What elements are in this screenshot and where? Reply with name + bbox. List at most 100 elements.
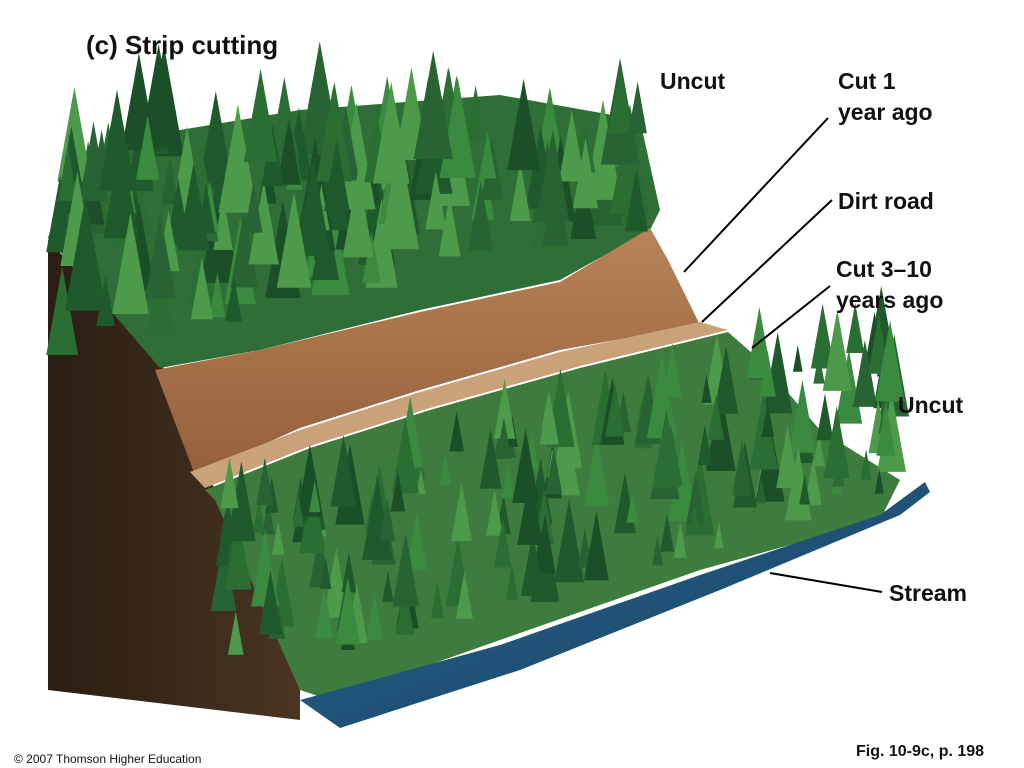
tree: [316, 81, 353, 182]
tree: [628, 81, 647, 134]
tree: [686, 471, 706, 526]
tree: [58, 147, 78, 201]
tree: [379, 498, 396, 541]
tree: [539, 391, 559, 445]
tree: [713, 345, 739, 414]
tree: [517, 473, 543, 545]
tree: [342, 171, 374, 258]
tree: [112, 212, 149, 315]
tree: [584, 435, 610, 507]
tree: [536, 129, 570, 223]
tree: [213, 195, 233, 250]
tree: [272, 520, 285, 555]
tree: [572, 138, 599, 209]
tree: [792, 344, 803, 372]
tree: [262, 500, 275, 535]
tree: [505, 564, 519, 600]
tree: [507, 78, 541, 171]
leader-cut-1: [683, 117, 829, 273]
tree: [545, 447, 563, 495]
tree: [197, 183, 216, 234]
tree: [380, 140, 420, 250]
tree: [96, 275, 115, 327]
tree: [258, 569, 283, 635]
tree: [244, 182, 263, 233]
tree: [314, 587, 334, 639]
tree: [608, 66, 633, 134]
copyright-text: © 2007 Thomson Higher Education: [14, 752, 202, 766]
tree: [493, 378, 516, 439]
tree: [46, 266, 79, 355]
tree: [583, 511, 609, 581]
label-cut-3-10-line2: years ago: [836, 287, 944, 313]
tree: [756, 476, 767, 504]
tree: [874, 468, 884, 494]
tree: [667, 441, 697, 522]
stream: [300, 482, 930, 728]
tree: [732, 440, 753, 496]
tree: [413, 50, 453, 160]
tree-layer: [46, 41, 910, 655]
tree: [276, 191, 312, 288]
tree: [799, 474, 811, 505]
tree: [496, 417, 512, 460]
tree: [660, 513, 674, 552]
tree: [430, 581, 445, 619]
tree: [509, 162, 531, 222]
tree: [875, 320, 905, 402]
tree: [425, 170, 447, 230]
tree: [558, 109, 585, 182]
tree: [810, 303, 835, 369]
tree: [455, 571, 473, 619]
tree: [227, 461, 256, 542]
tree: [337, 102, 376, 210]
tree: [438, 195, 461, 257]
tree: [323, 139, 350, 212]
tree: [822, 309, 852, 391]
tree: [335, 577, 360, 645]
figure-title: (c) Strip cutting: [86, 30, 279, 60]
tree: [512, 428, 539, 503]
tree: [707, 394, 725, 440]
tree: [816, 393, 834, 441]
tree: [584, 99, 622, 200]
tree: [823, 406, 850, 479]
tree: [534, 514, 556, 574]
tree: [646, 354, 678, 439]
tree: [341, 551, 357, 593]
tree: [256, 457, 274, 505]
tree: [542, 172, 569, 246]
tree: [465, 85, 486, 140]
tree: [537, 87, 563, 157]
tree: [382, 570, 394, 602]
tree: [276, 117, 302, 185]
soil-cross-section: [48, 240, 300, 720]
tree: [416, 468, 426, 494]
label-uncut-top: Uncut: [660, 68, 726, 94]
tree: [846, 302, 865, 353]
tree: [652, 535, 664, 566]
tree: [662, 343, 682, 397]
tree: [761, 402, 774, 437]
tree: [486, 488, 504, 536]
tree: [714, 521, 724, 549]
tree: [218, 104, 258, 213]
tree: [813, 432, 826, 467]
tree: [392, 532, 419, 607]
tree: [479, 131, 497, 179]
label-uncut-right: Uncut: [898, 392, 964, 418]
tree: [299, 480, 326, 554]
tree: [243, 68, 278, 162]
tree: [308, 480, 321, 513]
label-stream: Stream: [889, 580, 967, 606]
leader-stream: [769, 572, 883, 593]
tree: [688, 502, 701, 535]
tree: [479, 428, 502, 489]
cut-1-year-strip: [155, 228, 700, 475]
tree: [626, 491, 639, 523]
label-cut-1-line2: year ago: [838, 99, 933, 125]
tree: [210, 539, 237, 611]
tree: [225, 275, 243, 322]
tree: [390, 470, 406, 512]
tree: [248, 180, 279, 265]
